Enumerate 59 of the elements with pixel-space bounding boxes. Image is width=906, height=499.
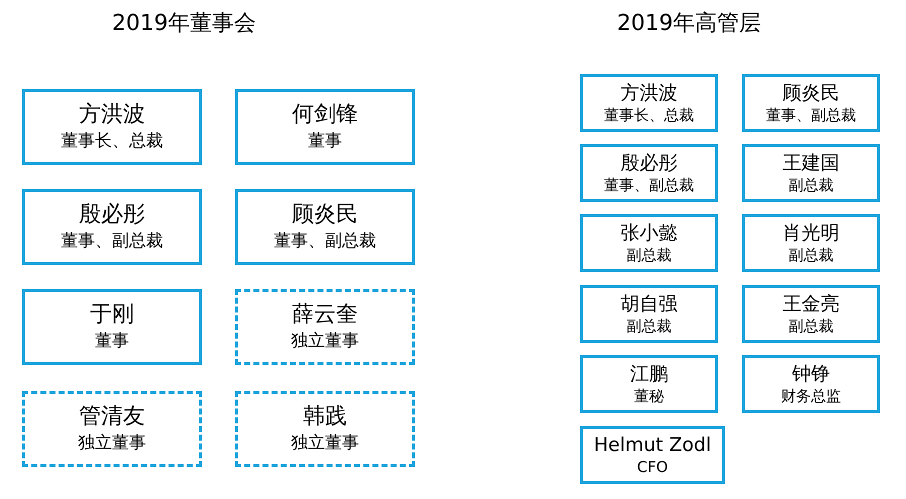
job-title: 副总裁 [626,316,672,336]
job-title: 副总裁 [788,316,834,336]
person-card [580,144,718,202]
job-title: 副总裁 [788,245,834,265]
job-title: 独立董事 [291,432,359,455]
person-card [235,189,415,265]
person-card [742,355,880,413]
job-title: 董事、副总裁 [604,175,694,195]
job-title: CFO [637,457,668,477]
job-title: 董事、副总裁 [61,230,163,253]
person-name: 方洪波 [79,101,145,129]
person-card [580,74,718,132]
job-title: 独立董事 [291,330,359,353]
person-name: 王建国 [782,151,840,175]
person-name: 张小懿 [620,221,678,245]
person-name: 王金亮 [782,292,840,316]
person-card [580,214,718,272]
person-card [22,289,202,365]
job-title: 独立董事 [78,432,146,455]
person-name: 肖光明 [782,221,840,245]
person-card [742,214,880,272]
job-title: 董事、副总裁 [274,230,376,253]
person-name: 钟铮 [792,362,830,386]
person-card [742,144,880,202]
job-title: 董秘 [634,386,664,406]
person-card [580,285,718,343]
person-name: 胡自强 [620,292,678,316]
person-name: 顾炎民 [292,201,358,229]
person-name: 薛云奎 [292,301,358,329]
person-name: Helmut Zodl [594,433,712,457]
section-heading: 2019年董事会 [112,10,256,38]
job-title: 财务总监 [781,386,841,406]
person-card [22,189,202,265]
person-name: 殷必彤 [620,151,678,175]
person-card [22,391,202,467]
person-name: 方洪波 [620,81,678,105]
person-name: 江鹏 [630,362,668,386]
person-card [742,74,880,132]
person-name: 韩践 [303,403,347,431]
person-card [235,391,415,467]
job-title: 董事 [95,330,129,353]
person-card [742,285,880,343]
job-title: 董事长、总裁 [61,130,163,153]
job-title: 董事、副总裁 [766,105,856,125]
person-card [235,89,415,165]
person-card [235,289,415,365]
job-title: 副总裁 [626,245,672,265]
person-card [22,89,202,165]
person-name: 殷必彤 [79,201,145,229]
person-name: 管清友 [79,403,145,431]
person-name: 顾炎民 [782,81,840,105]
person-name: 于刚 [90,301,134,329]
job-title: 董事 [308,130,342,153]
person-name: 何剑锋 [292,101,358,129]
person-card [580,355,718,413]
section-heading: 2019年高管层 [617,10,761,38]
job-title: 副总裁 [788,175,834,195]
job-title: 董事长、总裁 [604,105,694,125]
person-card [580,426,725,484]
